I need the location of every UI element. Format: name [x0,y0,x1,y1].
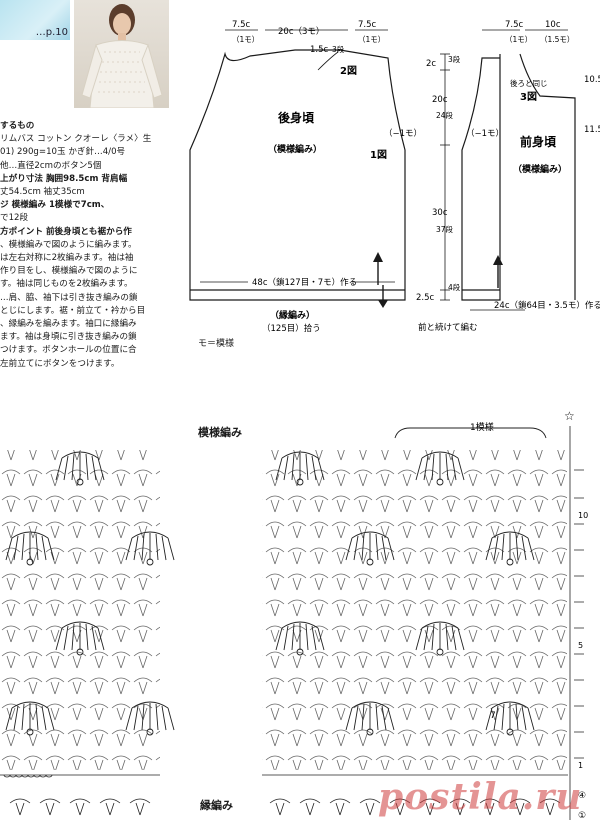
back-top-right-sub: （1モ） [358,35,385,44]
crochet-chart: 1模様 ☆ 7 10 5 1 ④ ① [0,410,588,821]
back-body-title: 後身頃 [278,110,315,125]
back-hem-cast-on: 48c（鎖127目・7モ）作る [252,277,357,288]
side-label-1: 10.5 [584,75,600,85]
note-line: 作り目をし、模様編みで図のように [0,266,138,277]
vdim-bottom: 30c [432,208,448,218]
note-line: 01) 290g=10玉 かぎ針…4/0号 [0,147,126,158]
note-line: つけます。ボタンホールの位置に合 [0,345,137,356]
back-top-left-dim: 7.5c [232,20,251,30]
neck-note: 後ろと同じ [510,78,548,88]
front-top-right-sub: （1.5モ） [540,35,574,44]
shoulder-fig-label: 2図 [340,65,357,77]
back-edge-label: （縁編み） [270,309,315,321]
front-body-outline [461,53,576,301]
note-line: するもの [0,121,35,131]
note-line: 、模様編みで図のように編みます。 [0,239,137,250]
front-armhole-dec: （−1モ） [466,128,504,139]
back-body-subtitle: （模様編み） [268,143,322,155]
back-top-left-sub: （1モ） [232,35,259,44]
back-armhole-dec: （−1モ） [384,128,422,139]
vdim-edge: 2.5c [416,293,435,303]
note-line: ジ 模様編み 1模様で7cm、 [0,200,110,211]
continue-note: 前と続けて編む [418,322,478,333]
note-line: 、縁編みを編みます。袖口に縁編み [0,319,137,330]
edging-title: 縁編み [198,797,235,813]
note-line: ます。袖は身頃に引き抜き編みの鎖 [0,332,137,343]
back-pickup-label: （125目）拾う [262,323,321,334]
note-line: リムバス コットン クオーレ〈ラメ〉生 [0,134,152,145]
back-top-center-dim: 20c（3モ） [278,26,324,37]
start-mark: ☆ [564,410,575,423]
front-top-left-dim: 7.5c [505,20,524,30]
shoulder-step-dim: 1.5c [310,45,329,55]
magazine-thumbnail: …p.10 [0,0,70,40]
repeat-label: 1模様 [470,421,494,433]
circle-mark-1: ① [578,811,586,821]
front-hem-cast-on: 24c（鎖64目・3.5モ）作る [494,300,600,311]
row-number-5: 5 [578,641,583,650]
note-line: とじにします。裾・前立て・衿から目 [0,305,146,316]
vdim-bottom-rows: 37段 [436,224,454,234]
legend: モ＝模様 [198,339,235,349]
vdim-edge-rows: 4段 [448,282,461,292]
model-photo [74,0,169,108]
vdim-middle-rows: 24段 [436,110,454,120]
front-top-left-sub: （1モ） [505,35,532,44]
back-top-right-dim: 7.5c [358,20,377,30]
page-reference: …p.10 [35,27,68,38]
circle-mark-4: ④ [578,791,586,801]
note-line: …肩、脇、袖下は引き抜き編みの鎖 [0,292,138,303]
note-line: は左右対称に2枚編みます。袖は袖 [0,253,134,264]
instructions-text: するもの リムバス コットン クオーレ〈ラメ〉生 01) 290g=10玉 かぎ… [0,120,172,371]
model-silhouette [81,4,163,108]
front-top-right-dim: 10c [545,20,561,30]
note-line: 丈54.5cm 袖丈35cm [0,187,85,198]
front-body-subtitle: （模様編み） [513,163,567,175]
row-number-1: 1 [578,761,583,770]
note-line: す。袖は同じものを2枚編みます。 [0,279,133,290]
garment-schematic: 7.5c （1モ） 20c（3モ） 7.5c （1モ） 1.5c 3段 2図 後… [189,20,600,334]
pattern-title: 模様編み [198,426,242,439]
note-line: 方ポイント 前後身頃とも裾から作 [0,226,132,237]
side-label-2: 11.5 [584,125,600,135]
center-mark: 7 [490,711,496,721]
back-body-outline [189,49,406,301]
vdim-top: 2c [426,59,436,69]
note-line: 他…直径2cmのボタン5個 [0,160,102,171]
vdim-top-rows: 3段 [448,54,461,64]
note-line: 上がり寸法 胸囲98.5cm 背肩幅 [0,173,128,184]
front-body-title: 前身頃 [520,134,557,149]
armhole-fig-label: 1図 [370,149,387,161]
shoulder-step-rows: 3段 [332,44,345,54]
neck-fig-label: 3図 [520,91,537,103]
note-line: 左前立てにボタンをつけます。 [0,358,120,369]
watermark: postila.ru [378,776,583,818]
row-number-10: 10 [578,511,588,520]
note-line: で12段 [0,213,29,224]
vdim-middle: 20c [432,95,448,105]
